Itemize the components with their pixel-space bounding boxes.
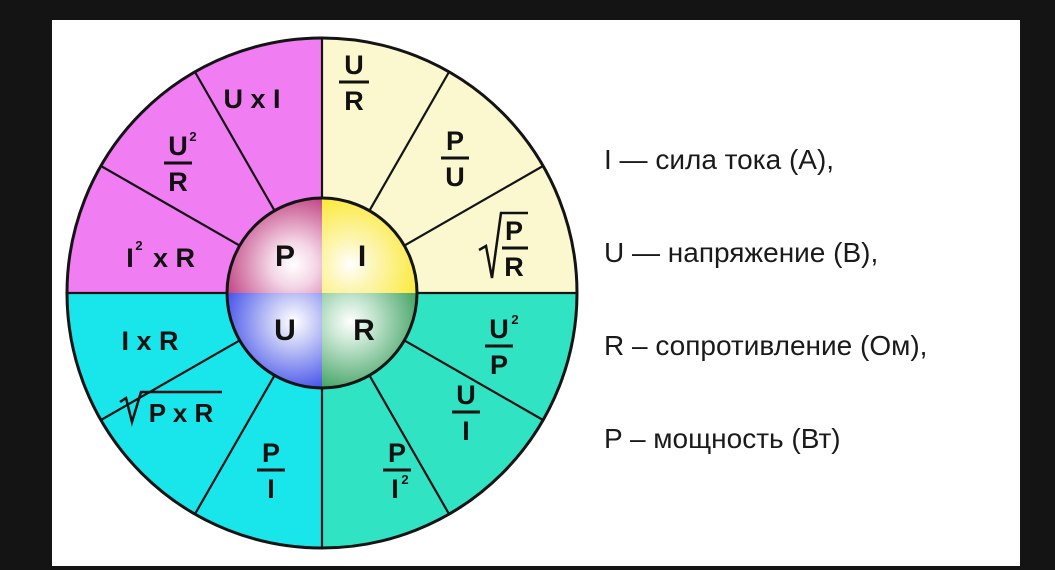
svg-text:I: I (126, 243, 134, 273)
hub-quadrant-I (322, 198, 417, 293)
svg-text:P: P (388, 438, 406, 468)
hub-label-P: P (275, 240, 295, 273)
svg-text:I: I (267, 474, 275, 504)
formula-p-over-u: P U (441, 126, 469, 192)
formula-sqrt-p-over-r: P R (478, 211, 528, 282)
svg-text:U: U (445, 162, 465, 192)
formula-u-squared-over-p: U 2 P (485, 312, 519, 380)
svg-text:P: P (490, 350, 508, 380)
hub-label-U: U (274, 314, 296, 347)
formula-i-times-r: I x R (121, 326, 178, 356)
svg-text:U: U (456, 380, 476, 410)
svg-text:I: I (391, 474, 399, 504)
svg-text:U: U (489, 314, 509, 344)
formula-u-over-i: U I (452, 380, 480, 446)
svg-text:U: U (344, 50, 364, 80)
svg-text:I: I (462, 416, 470, 446)
ohms-law-wheel: P I U R U x I U 2 R I 2 x R U (65, 36, 579, 550)
formula-u-over-r: U R (339, 50, 369, 116)
svg-text:R: R (168, 167, 188, 197)
legend-item-resistance: R – сопротивление (Ом), (604, 330, 928, 361)
hub-quadrant-P (227, 198, 322, 293)
formula-i-squared-times-r: I 2 x R (126, 238, 195, 273)
svg-text:x R: x R (153, 243, 195, 273)
legend-item-voltage: U — напряжение (В), (604, 237, 879, 268)
legend-item-power: P – мощность (Вт) (604, 423, 841, 454)
svg-text:P: P (446, 126, 464, 156)
hub-quadrant-R (322, 293, 417, 388)
formula-u-times-i: U x I (223, 84, 280, 114)
hub: P I U R (225, 196, 419, 390)
svg-text:R: R (344, 86, 364, 116)
svg-text:P x R: P x R (149, 398, 214, 428)
formula-u-squared-over-r: U 2 R (164, 129, 197, 197)
svg-text:P: P (505, 216, 523, 246)
svg-text:P: P (262, 438, 280, 468)
formula-sqrt-p-times-r: P x R (119, 390, 222, 428)
hub-label-I: I (358, 240, 366, 273)
formula-p-over-i: P I (257, 438, 285, 504)
diagram-card: P I U R U x I U 2 R I 2 x R U (52, 20, 1020, 566)
hub-quadrant-U (227, 293, 322, 388)
hub-label-R: R (353, 314, 375, 347)
legend: I — сила тока (А), U — напряжение (В), R… (604, 132, 927, 504)
svg-text:R: R (504, 252, 524, 282)
svg-text:2: 2 (135, 238, 142, 253)
svg-text:2: 2 (189, 129, 196, 144)
svg-text:2: 2 (511, 312, 518, 327)
legend-item-current: I — сила тока (А), (604, 144, 835, 175)
svg-text:2: 2 (401, 472, 408, 487)
svg-text:U: U (168, 131, 188, 161)
formula-p-over-i-squared: P I 2 (383, 438, 411, 504)
